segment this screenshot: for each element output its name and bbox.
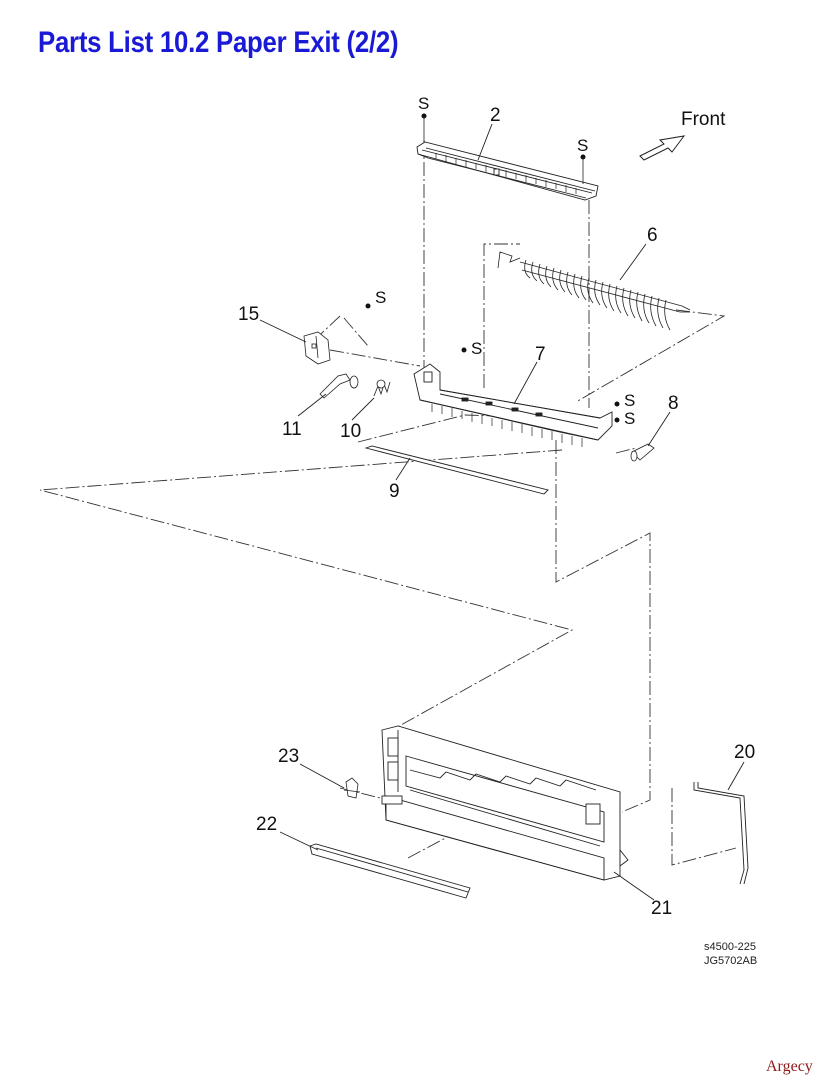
callout-8: 8 (668, 393, 679, 414)
part-23-clip (343, 777, 361, 799)
screw-label: S (418, 94, 429, 113)
callout-2: 2 (490, 105, 501, 126)
part-15-bracket (303, 331, 331, 365)
part-9-rod (364, 445, 549, 495)
screw-label: S (375, 288, 386, 307)
drawing-code: s4500-225 (704, 941, 756, 953)
callout-15: 15 (238, 304, 259, 325)
callout-10: 10 (340, 421, 361, 442)
callout-6: 6 (647, 225, 658, 246)
front-arrow-icon (639, 135, 686, 161)
part-21-exit-cover (381, 725, 629, 881)
page-title: Parts List 10.2 Paper Exit (2/2) (38, 26, 399, 59)
screw-label: S (624, 409, 635, 428)
leader-lines (259, 123, 745, 901)
part-20-link (693, 782, 749, 885)
callout-22: 22 (256, 814, 277, 835)
screw-marker (614, 401, 620, 407)
screw-marker (461, 347, 467, 353)
callout-7: 7 (535, 344, 546, 365)
part-7-exit-frame (413, 363, 613, 447)
drawing-code: JG5702AB (704, 955, 757, 967)
part-6-exit-roller (497, 251, 691, 331)
part-11-lever (319, 373, 359, 399)
brand-watermark: Argecy (766, 1058, 813, 1075)
callout-20: 20 (734, 742, 755, 763)
part-8-pin (630, 443, 655, 462)
callout-numbers: 2 6 15 7 8 11 10 9 23 20 22 21 (238, 105, 755, 919)
screw-leader-lines (423, 116, 584, 184)
part-10-spring (373, 379, 391, 397)
callout-11: 11 (282, 419, 302, 440)
screw-marker (614, 417, 620, 423)
part-22-strip (309, 843, 471, 899)
screw-label: S (471, 339, 482, 358)
callout-21: 21 (651, 898, 672, 919)
screw-label: S (577, 136, 588, 155)
part-2-exit-guide (416, 141, 599, 201)
callout-9: 9 (389, 481, 400, 502)
screw-label: S (624, 391, 635, 410)
front-direction-label: Front (681, 109, 726, 130)
callout-23: 23 (278, 746, 299, 767)
screw-marker (365, 303, 371, 309)
